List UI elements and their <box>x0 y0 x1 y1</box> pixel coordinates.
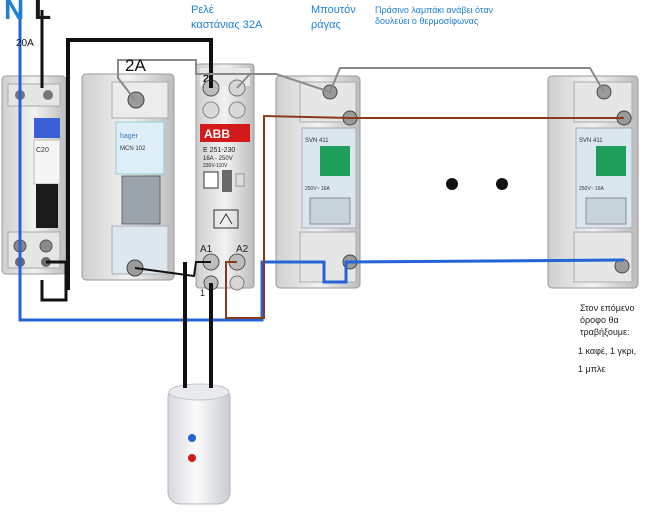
button-caption-line1: Μπουτόν <box>311 4 356 16</box>
small-breaker-brand: hager <box>120 133 139 140</box>
relay-caption-line1: Ρελέ <box>191 4 214 16</box>
rail-button-2-model: SVN 411 <box>579 138 603 144</box>
button-caption: Μπουτόν ράγας <box>311 3 366 33</box>
relay-terminal-bottom: 1 <box>200 288 205 298</box>
relay-caption-line2: καστάνιας 32Α <box>191 19 263 31</box>
small-breaker: hager MCN 102 <box>81 73 175 281</box>
cables-note-line1: 1 καφέ, 1 γκρι, <box>578 346 637 356</box>
relay-coil: 230V-110V <box>203 163 228 169</box>
relay-terminal-a2: A2 <box>236 244 249 255</box>
rail-button-2-rating: 250V~ 16A <box>579 186 605 192</box>
small-breaker-model: MCN 102 <box>120 146 146 152</box>
live-wire-main-to-relay <box>40 260 68 302</box>
main-breaker-model: C20 <box>36 147 49 154</box>
green-lamp-note: Πράσινο λαμπάκι ανάβει όταν δουλεύει ο θ… <box>375 5 494 26</box>
rail-button-1-green-lamp <box>320 146 350 176</box>
relay-rating: 16A - 250V <box>203 156 233 162</box>
control-wire-a1 <box>134 261 211 278</box>
small-breaker-toggle <box>121 175 161 225</box>
relay-caption: Ρελέ καστάνιας 32Α <box>191 3 276 33</box>
ellipsis-dots-icon <box>446 178 508 190</box>
rail-button-1-rating: 250V~ 16A <box>305 186 331 192</box>
brown-wire <box>225 114 624 319</box>
neutral-label: N <box>4 0 25 25</box>
live-wire-to-relay-top <box>66 38 213 290</box>
rail-button-1: SVN 411 250V~ 16A <box>275 75 361 289</box>
boiler-blue-indicator <box>188 434 196 442</box>
rail-button-2: SVN 411 250V~ 16A <box>547 75 639 289</box>
boiler-red-indicator <box>188 454 196 462</box>
next-floor-note: Στον επόμενο όροφο θα τραβήξουμε: <box>580 303 635 337</box>
cables-note-line2: 1 μπλε <box>578 364 606 374</box>
grey-wire-relay <box>236 73 251 89</box>
small-breaker-rating-label: 2A <box>125 56 146 75</box>
relay-terminal-a1: A1 <box>200 244 213 255</box>
rail-button-1-model: SVN 411 <box>305 138 329 144</box>
main-breaker: C20 <box>1 75 67 275</box>
rail-button-2-green-lamp <box>596 146 626 176</box>
button-caption-line2: ράγας <box>311 19 341 31</box>
relay-brand: ABB <box>204 127 230 141</box>
grey-wire <box>117 59 605 101</box>
line-label: L <box>34 0 52 25</box>
relay-model: E 251-230 <box>203 147 235 154</box>
water-heater-icon <box>167 383 231 505</box>
main-breaker-toggle <box>36 184 58 228</box>
relay-terminal-top: 2 <box>203 73 209 85</box>
main-breaker-rating-label: 20A <box>16 38 34 49</box>
neutral-wire <box>18 10 625 322</box>
relay: 2 ABB E 251-230 16A - 250V 230V-110V A1 … <box>195 63 255 298</box>
